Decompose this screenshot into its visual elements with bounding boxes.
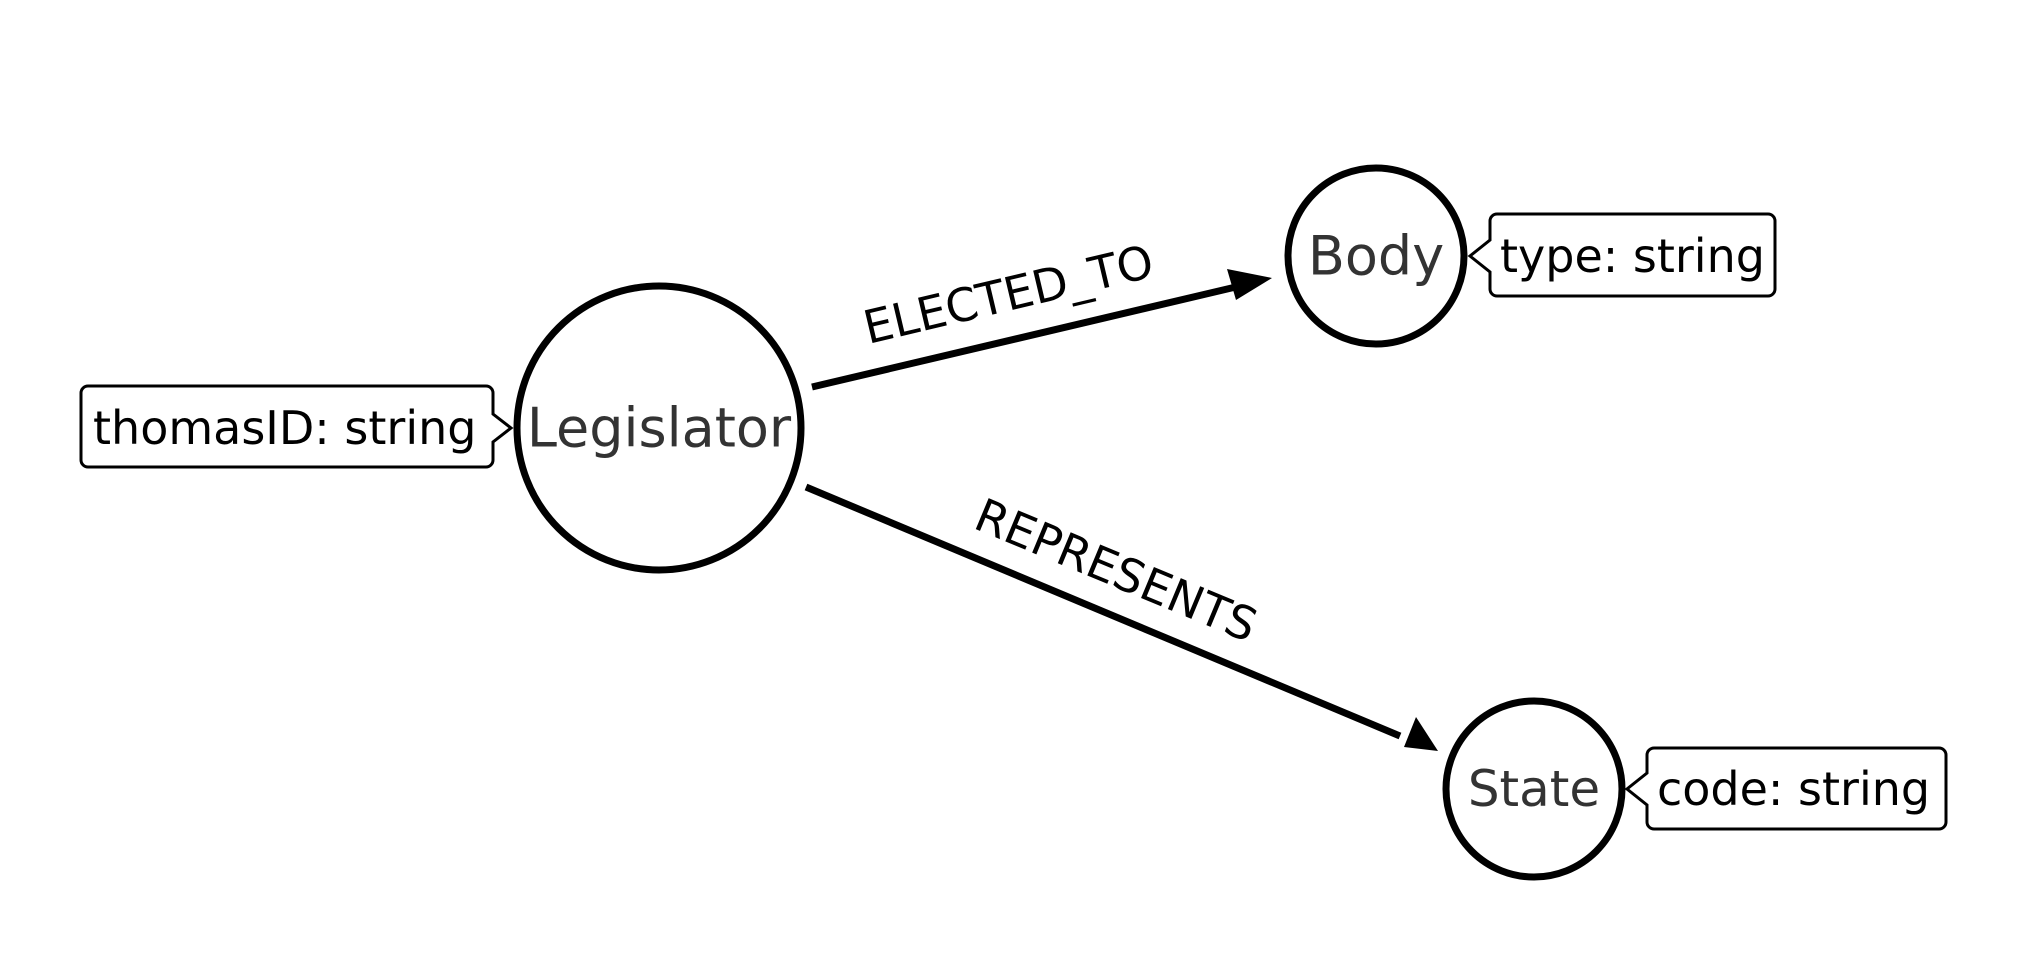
- property-callout-thomasid: thomasID: string: [79, 384, 514, 469]
- property-callout-thomasid-box: [79, 384, 514, 469]
- node-legislator-circle: [513, 282, 805, 574]
- edge-elected-to-arrowhead: [1227, 269, 1272, 300]
- node-legislator[interactable]: Legislator: [513, 282, 805, 574]
- property-thomasid-text: thomasID: string: [93, 401, 476, 455]
- property-callout-type-box: [1467, 212, 1777, 298]
- edge-elected-to[interactable]: ELECTED_TO: [811, 234, 1272, 391]
- edge-elected-to-label: ELECTED_TO: [858, 234, 1158, 355]
- node-body-circle: [1284, 164, 1468, 348]
- node-legislator-label: Legislator: [527, 397, 792, 460]
- property-callout-type: type: string: [1467, 212, 1777, 298]
- node-state-label: State: [1468, 760, 1600, 818]
- edge-represents-arrowhead: [1404, 717, 1438, 751]
- edge-represents[interactable]: REPRESENTS: [804, 483, 1438, 751]
- edge-elected-to-line: [811, 282, 1241, 391]
- property-code-text: code: string: [1657, 762, 1930, 816]
- property-callout-code-box: [1624, 746, 1948, 831]
- node-body-label: Body: [1308, 225, 1444, 288]
- edge-represents-line: [804, 483, 1402, 740]
- node-state-circle: [1442, 697, 1626, 881]
- property-type-text: type: string: [1500, 229, 1765, 283]
- node-body[interactable]: Body: [1284, 164, 1468, 348]
- node-state[interactable]: State: [1442, 697, 1626, 881]
- property-callout-code: code: string: [1624, 746, 1948, 831]
